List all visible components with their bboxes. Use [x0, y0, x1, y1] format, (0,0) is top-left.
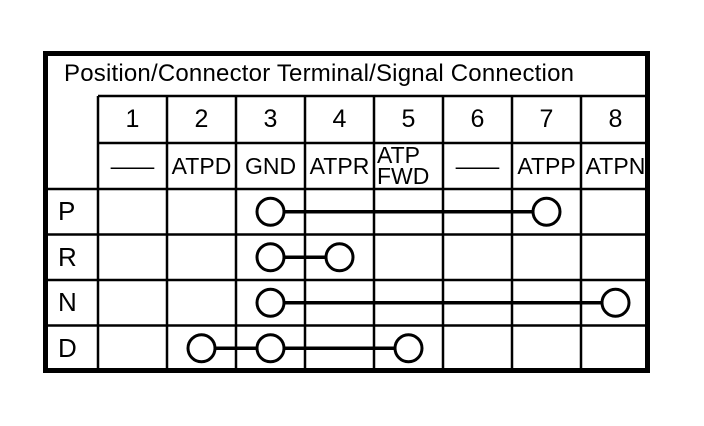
terminal-circle — [255, 242, 286, 273]
position-label-n: N — [58, 287, 77, 317]
signal-header-7: ATPP — [517, 152, 576, 179]
terminal-circle — [255, 333, 286, 364]
terminal-circle — [186, 333, 217, 364]
table-title: Position/Connector Terminal/Signal Conne… — [64, 60, 575, 87]
terminal-circle — [531, 196, 562, 227]
terminal-header-5: 5 — [401, 105, 416, 133]
position-label-r: R — [58, 241, 77, 272]
position-label-d: D — [58, 332, 77, 363]
terminal-circle — [393, 333, 424, 364]
signal-header-8: ATPN — [585, 152, 646, 179]
terminal-header-8: 8 — [608, 105, 623, 133]
terminal-header-3: 3 — [263, 105, 278, 133]
signal-header-5: ATP FWD — [377, 142, 430, 189]
no-signal-dash: — — [110, 152, 155, 179]
signal-header-4: ATPR — [309, 152, 370, 179]
connection-layer — [186, 196, 631, 364]
position-label-p: P — [58, 196, 76, 226]
terminal-header-7: 7 — [539, 105, 554, 133]
signal-header-2: ATPD — [171, 152, 232, 179]
signal-header-3: GND — [244, 152, 297, 179]
terminal-circle — [255, 287, 286, 318]
terminal-header-6: 6 — [470, 105, 485, 133]
terminal-header-2: 2 — [194, 105, 209, 133]
table-outer-border — [43, 51, 650, 373]
terminal-circle — [600, 287, 631, 318]
signal-header-1: — — [98, 144, 167, 188]
terminal-header-4: 4 — [332, 105, 347, 133]
terminal-circle — [324, 242, 355, 273]
grid-lines — [46, 94, 648, 370]
terminal-circle — [255, 196, 286, 227]
no-signal-dash: — — [455, 152, 500, 179]
signal-header-6: — — [443, 144, 512, 188]
terminal-header-1: 1 — [125, 105, 140, 133]
